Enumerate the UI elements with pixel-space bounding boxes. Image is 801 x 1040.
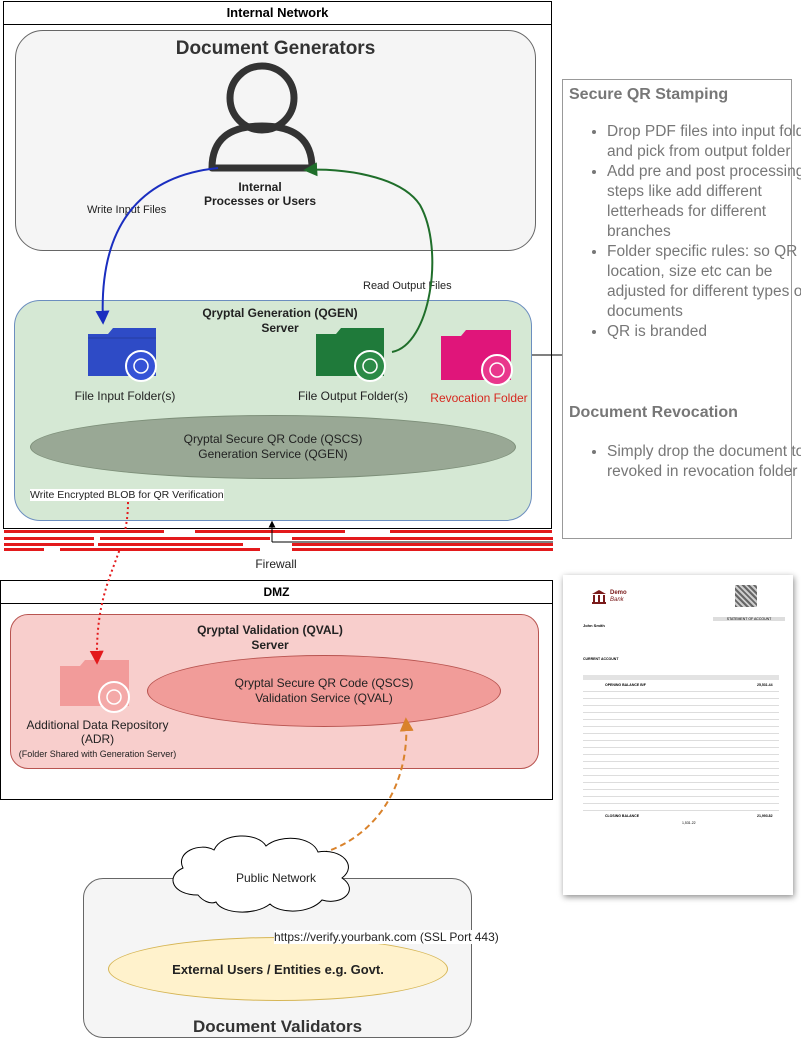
input-folder-label: File Input Folder(s)	[74, 389, 176, 403]
statement-row-line	[583, 775, 779, 776]
external-users-ellipse: External Users / Entities e.g. Govt.	[108, 937, 448, 1001]
qgen-service-line2: Generation Service (QGEN)	[198, 447, 348, 461]
adr-label: Additional Data Repository (ADR) (Folder…	[10, 718, 185, 762]
statement-row-line	[583, 740, 779, 741]
notes-panel: Secure QR Stamping Drop PDF files into i…	[562, 79, 801, 539]
adr-line1: Additional Data Repository	[26, 718, 169, 732]
user-label: Internal Processes or Users	[170, 180, 350, 208]
statement-row-line	[583, 796, 779, 797]
internal-network-box: Internal Network	[3, 1, 552, 529]
firewall-label: Firewall	[255, 557, 297, 571]
stamping-title: Secure QR Stamping	[569, 86, 729, 103]
section-label: CURRENT ACCOUNT	[583, 657, 619, 661]
customer-name: John Smith	[583, 623, 605, 628]
statement-header-row	[583, 675, 779, 680]
qval-service-ellipse: Qryptal Secure QR Code (QSCS) Validation…	[147, 655, 501, 727]
dmz-box: DMZ	[0, 580, 553, 800]
dmz-title: DMZ	[1, 581, 552, 604]
opening-balance: OPENING BALANCE B/F	[605, 683, 646, 687]
statement-row-line	[583, 698, 779, 699]
statement-row-line	[583, 803, 779, 804]
qval-service-line2: Validation Service (QVAL)	[255, 691, 393, 705]
output-folder-label: File Output Folder(s)	[297, 389, 409, 403]
stamping-item: Add pre and post processing steps like a…	[607, 162, 801, 242]
statement-row-line	[583, 747, 779, 748]
statement-row-line	[583, 726, 779, 727]
qr-code-icon	[735, 585, 757, 607]
statement-row-line	[583, 705, 779, 706]
adr-line3: (Folder Shared with Generation Server)	[18, 749, 177, 759]
statement-row-line	[583, 810, 779, 811]
revocation-folder-label: Revocation Folder	[430, 391, 528, 405]
sample-statement-document: Demo Bank STATEMENT OF ACCOUNT John Smit…	[563, 575, 793, 895]
public-network-label: Public Network	[235, 871, 317, 885]
revocation-list: Simply drop the document to be revoked i…	[563, 442, 801, 482]
statement-row-line	[583, 761, 779, 762]
stamping-list: Drop PDF files into input folders and pi…	[563, 122, 801, 342]
statement-row-line	[583, 733, 779, 734]
statement-row-line	[583, 768, 779, 769]
validators-title: Document Validators	[192, 1017, 363, 1036]
bank-name: Demo Bank	[610, 590, 627, 604]
stamping-item: Drop PDF files into input folders and pi…	[607, 122, 801, 162]
write-input-label: Write Input Files	[87, 204, 167, 216]
read-output-label: Read Output Files	[363, 280, 452, 292]
qval-title: Qryptal Validation (QVAL) Server	[150, 623, 390, 653]
document-generators-box: Document Generators	[15, 30, 536, 251]
bank-name-line2: Bank	[610, 597, 624, 603]
stamping-item: QR is branded	[607, 322, 801, 342]
qgen-title-line2: Server	[261, 321, 299, 335]
bank-logo-icon	[591, 589, 607, 605]
opening-balance-value: 25,531.44	[757, 683, 773, 687]
adr-line2: (ADR)	[80, 732, 115, 746]
statement-row-line	[583, 754, 779, 755]
closing-balance: CLOSING BALANCE	[605, 814, 640, 818]
qval-title-line1: Qryptal Validation (QVAL)	[197, 623, 343, 637]
statement-row-line	[583, 789, 779, 790]
write-blob-label: Write Encrypted BLOB for QR Verification	[30, 489, 224, 501]
revocation-item: Simply drop the document to be revoked i…	[607, 442, 801, 482]
qgen-service-line1: Qryptal Secure QR Code (QSCS)	[183, 432, 363, 446]
statement-title: STATEMENT OF ACCOUNT	[713, 617, 785, 621]
stamping-item: Folder specific rules: so QR location, s…	[607, 242, 801, 322]
qval-service-line1: Qryptal Secure QR Code (QSCS)	[234, 676, 414, 690]
qgen-title: Qryptal Generation (QGEN) Server	[160, 306, 400, 336]
internal-network-title: Internal Network	[4, 2, 551, 25]
user-label-line1: Internal	[238, 180, 282, 194]
user-label-line2: Processes or Users	[203, 194, 317, 208]
statement-row-line	[583, 691, 779, 692]
qgen-title-line1: Qryptal Generation (QGEN)	[202, 306, 358, 320]
statement-row-line	[583, 712, 779, 713]
qgen-service-ellipse: Qryptal Secure QR Code (QSCS) Generation…	[30, 415, 516, 479]
generators-title: Document Generators	[175, 38, 376, 59]
closing-balance-value: 21,993.82	[757, 814, 773, 818]
bank-name-line1: Demo	[610, 590, 627, 596]
qval-title-line2: Server	[251, 638, 289, 652]
statement-row-line	[583, 719, 779, 720]
verify-url-label[interactable]: https://verify.yourbank.com (SSL Port 44…	[274, 930, 499, 944]
statement-total: 1,531.22	[682, 821, 696, 825]
statement-row-line	[583, 782, 779, 783]
revocation-title: Document Revocation	[569, 404, 738, 421]
